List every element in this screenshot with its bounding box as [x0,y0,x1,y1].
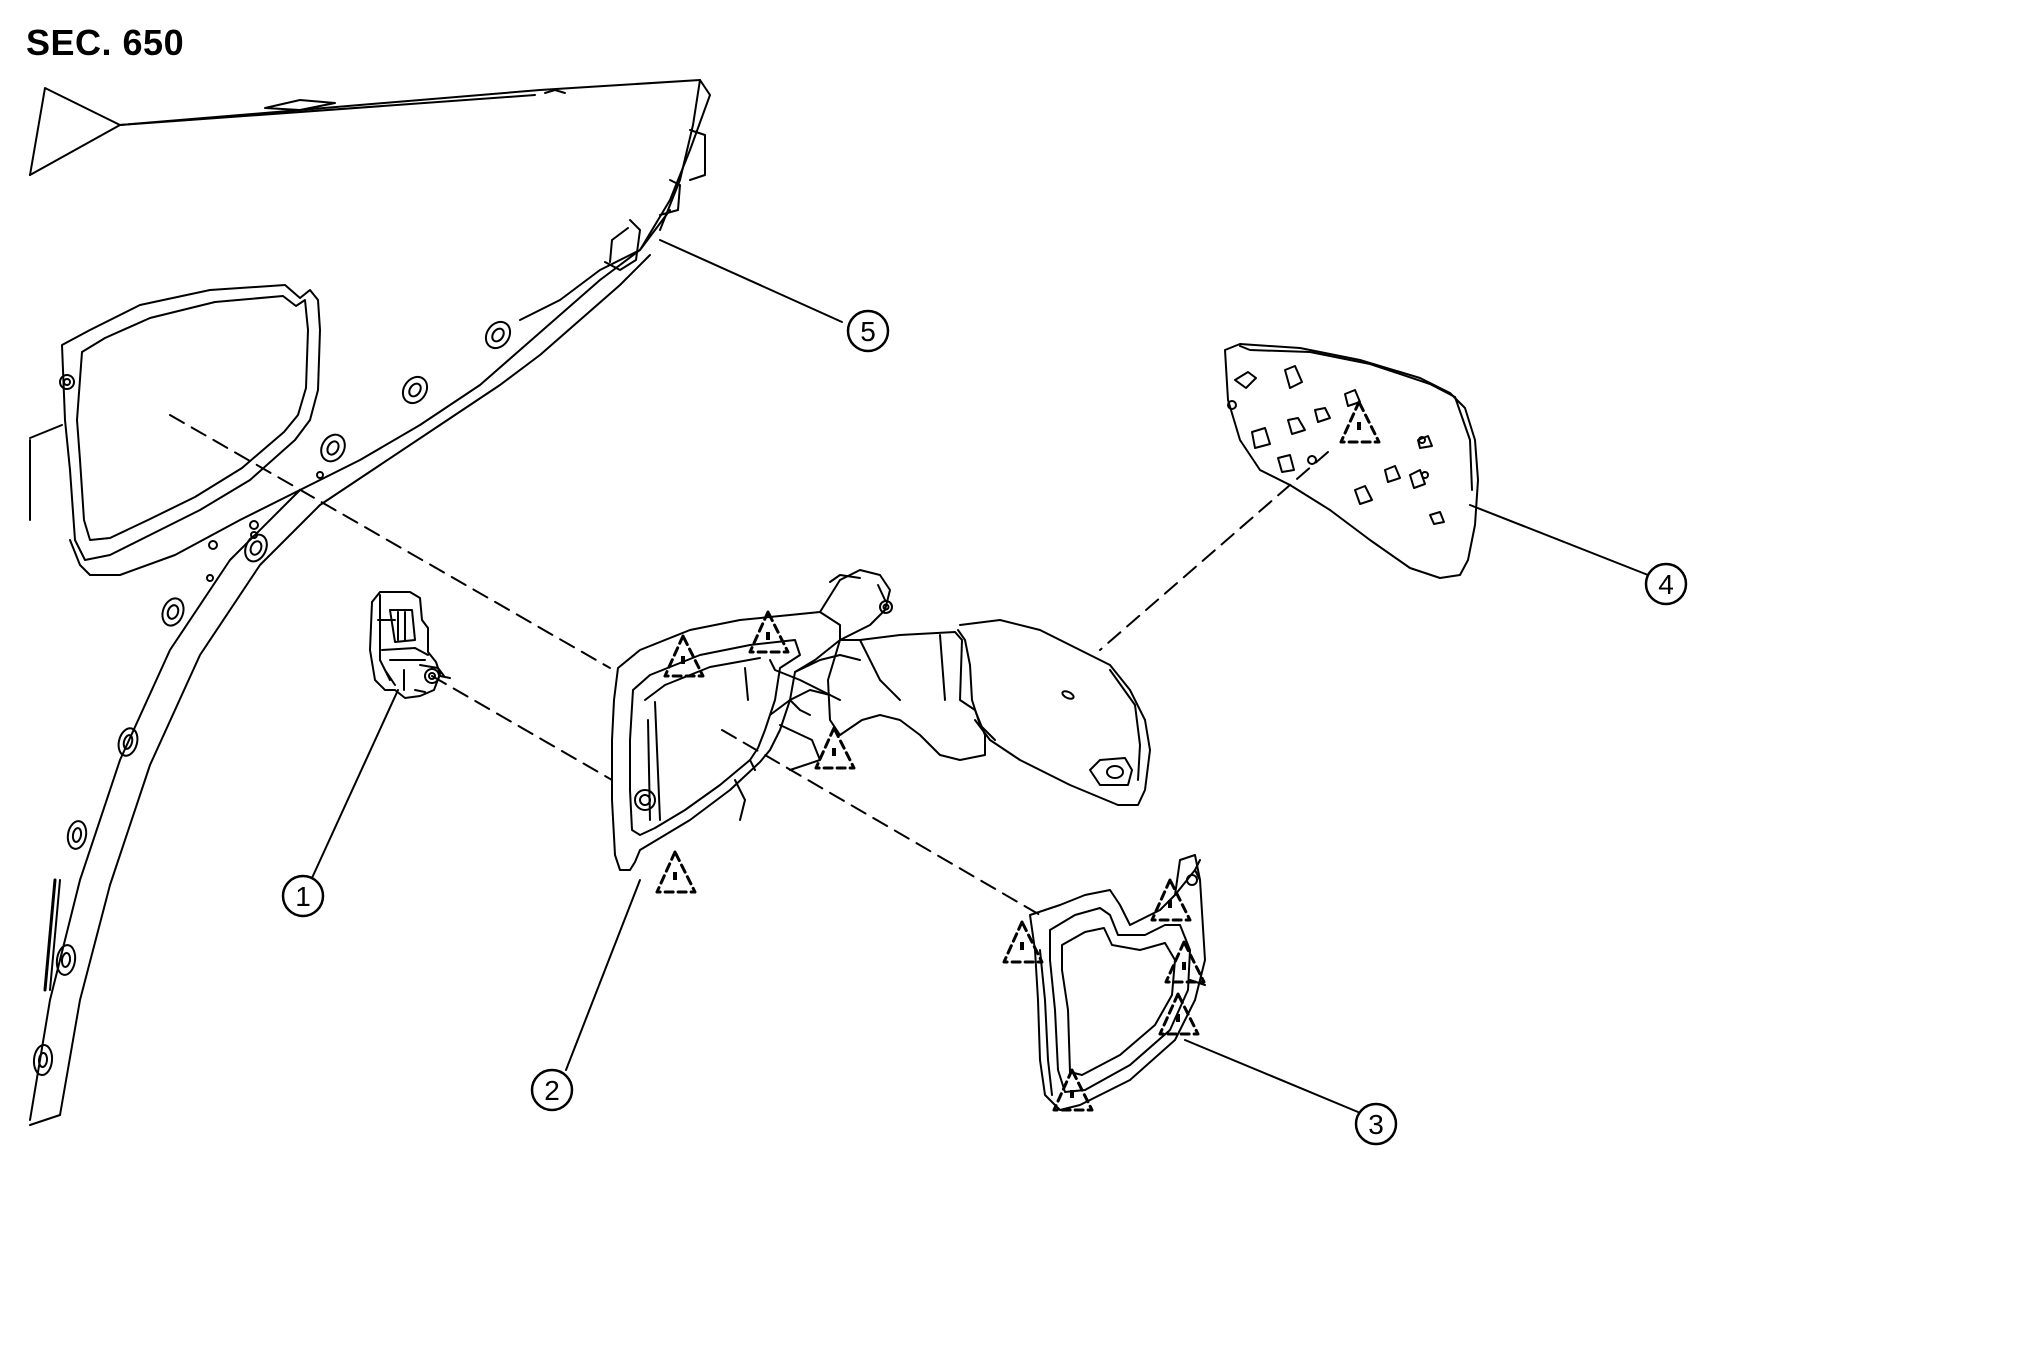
section-label: SEC. 650 [26,22,185,63]
callout-1: 1 [281,874,325,918]
callout-4-text: 4 [1658,569,1674,600]
callout-3-text: 3 [1368,1109,1384,1140]
fuel-filler-lid-hinge [827,631,986,761]
leader-lines [311,239,1649,1113]
alignment-lines [169,414,1329,916]
fuel-lid-actuator [369,591,451,699]
fuel-filler-lid-panel [1224,343,1479,579]
callout-2-text: 2 [544,1075,560,1106]
callout-1-text: 1 [295,881,311,912]
callout-5-text: 5 [860,316,876,347]
fuel-filler-base [611,569,893,871]
clip-marker-dots [673,422,1361,1098]
callout-5: 5 [846,309,890,353]
clip-markers [655,400,1381,1112]
callout-3: 3 [1354,1102,1398,1146]
callout-2: 2 [530,1068,574,1112]
fuel-filler-gasket [1029,854,1206,1111]
callout-4: 4 [1644,562,1688,606]
fuel-filler-lid-door [957,619,1151,806]
rear-fender-panel [29,79,711,1126]
